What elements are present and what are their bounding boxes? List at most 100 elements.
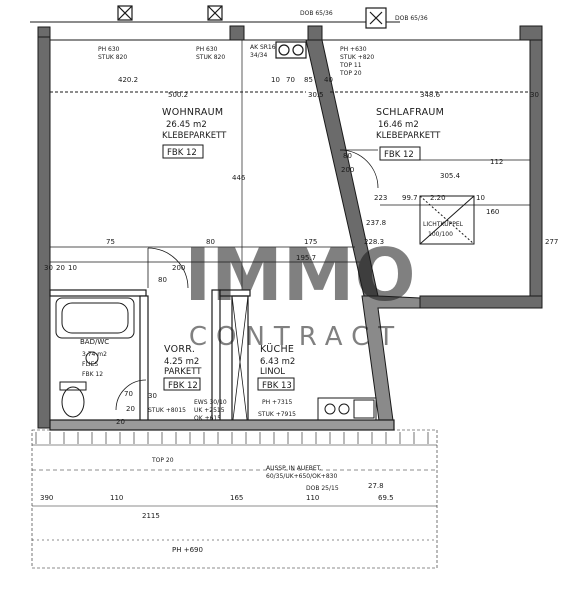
dim-80a: 80 <box>343 152 352 160</box>
dim-110a: 110 <box>110 494 123 502</box>
dim-695: 69.5 <box>378 494 394 502</box>
note-aussp: AUSSP. IN AUFBET. <box>266 465 322 472</box>
room-area: 3.74 m2 <box>82 351 107 358</box>
marker-top-1-x <box>117 5 133 21</box>
note-lichtkuppel: LICHTKUPPEL <box>423 221 464 228</box>
room-area: 6.43 m2 <box>260 357 295 367</box>
dim-20: 20 <box>56 264 65 272</box>
wall-top-corner <box>37 26 51 38</box>
stove-burner-1 <box>324 403 336 415</box>
watermark-line1: IMMO <box>184 233 415 317</box>
wall-bath-top <box>49 289 147 297</box>
dim-305: 30.5 <box>308 91 324 99</box>
note-lk-size: 100/100 <box>428 231 453 238</box>
bathtub-inner <box>61 302 129 334</box>
dim-70b: 70 <box>124 390 133 398</box>
room-vorraum: VORR. 4.25 m2 PARKETT FBK 12 <box>164 344 202 391</box>
room-schlafraum: SCHLAFRAUM 16.46 m2 KLEBEPARKETT FBK 12 <box>376 107 444 160</box>
dim-99: 99.7 <box>402 194 418 202</box>
note-ph1: PH 630 <box>98 46 120 53</box>
note-top2: TOP 20 <box>339 70 362 77</box>
room-floor: FLIES <box>82 361 98 368</box>
room-name: BAD/WC <box>80 338 109 346</box>
bathtub <box>55 297 135 339</box>
doors <box>115 149 379 411</box>
chimney-flue-2 <box>292 44 304 56</box>
dim-165: 165 <box>230 494 243 502</box>
note-ews: EWS 30/10 <box>194 399 227 406</box>
dim-20b: 20 <box>126 405 135 413</box>
room-bad: BAD/WC 3.74 m2 FLIES FBK 12 <box>80 338 109 378</box>
dim-80b: 80 <box>206 238 215 246</box>
dim-2378: 237.8 <box>366 219 386 227</box>
dim-200a: 200 <box>341 166 354 174</box>
door-wohnraum-arc <box>147 247 189 289</box>
interior-walls <box>49 289 395 431</box>
chimney-flue-1 <box>278 44 290 56</box>
closet-cross <box>231 295 249 429</box>
room-name: KÜCHE <box>260 344 294 355</box>
tag-box-vorraum <box>163 377 201 391</box>
wall-column-top <box>229 25 245 41</box>
dim-2115: 2115 <box>142 512 160 520</box>
dim-2283: 228.3 <box>364 238 384 246</box>
note-stuk3: STUK +820 <box>340 54 374 61</box>
wall-left <box>37 29 51 429</box>
wall-bedroom-bottom <box>419 295 543 309</box>
dim-112: 112 <box>490 158 503 166</box>
bath-fixtures <box>55 297 135 418</box>
balcony <box>31 429 438 569</box>
room-kueche: KÜCHE 6.43 m2 LINOL FBK 13 <box>260 344 295 391</box>
chimneys <box>117 5 387 59</box>
room-tag: FBK 12 <box>384 150 414 160</box>
dim-3054: 305.4 <box>440 172 461 180</box>
dim-220: 2.20 <box>430 194 446 202</box>
skylight-diagonal-2 <box>419 195 475 245</box>
note-ph2: PH 630 <box>196 46 218 53</box>
watermark-line2: CONTRACT <box>189 322 403 352</box>
room-tag: FBK 12 <box>82 371 103 378</box>
tag-boxes <box>162 144 421 391</box>
room-floor: KLEBEPARKETT <box>376 131 441 141</box>
notes: LICHTKUPPEL 100/100 STUK +8015 EWS 30/10… <box>148 221 464 492</box>
dim-200b: 200 <box>172 264 185 272</box>
tag-box-wohnraum <box>162 144 204 159</box>
room-floor: LINOL <box>260 367 285 377</box>
note-dob1: DOB 65/36 <box>300 10 333 17</box>
note-ok: OK +615 <box>194 415 221 422</box>
dim-3486: 348.6 <box>420 91 441 99</box>
dim-390: 390 <box>40 494 53 502</box>
dim-300: 30 <box>148 392 157 400</box>
room-name: SCHLAFRAUM <box>376 107 444 118</box>
dim-85: 85 <box>304 76 313 84</box>
note-top1: TOP 11 <box>339 62 362 69</box>
sink <box>85 351 99 365</box>
door-schlafraum-arc <box>339 149 379 189</box>
stove-burner-2 <box>338 403 350 415</box>
toilet <box>61 386 85 418</box>
wall-column-top-2 <box>307 25 323 41</box>
room-area: 4.25 m2 <box>164 357 199 367</box>
note-dob2: DOB 65/36 <box>395 15 428 22</box>
dim-277: 277 <box>545 238 558 246</box>
dim-446: 446 <box>232 174 246 182</box>
wall-bottom <box>49 419 395 431</box>
marker-top-2-x <box>207 5 223 21</box>
toilet-tank <box>59 381 87 391</box>
dim-80c: 80 <box>158 276 167 284</box>
balcony-ticks <box>35 432 429 444</box>
note-stair: TOP 20 <box>151 457 174 464</box>
dim-278: 27.8 <box>368 482 384 490</box>
note-stuk-vr: STUK +8015 <box>148 407 186 414</box>
note-ak2: 34/34 <box>250 52 267 59</box>
top-notes: PH 630 STUK 820 PH 630 STUK 820 PH +630 … <box>98 10 428 77</box>
note-ph3: PH +630 <box>340 46 367 53</box>
note-stuk-k: STUK +7915 <box>258 411 296 418</box>
dim-70: 70 <box>286 76 295 84</box>
note-ph-k: PH +7315 <box>262 399 293 406</box>
dim-30a: 30 <box>530 91 539 99</box>
note-aussp2: 60/35/UK+650/OK+830 <box>266 473 337 480</box>
room-name: WOHNRAUM <box>162 107 223 118</box>
dim-1957: 195.7 <box>296 254 316 262</box>
